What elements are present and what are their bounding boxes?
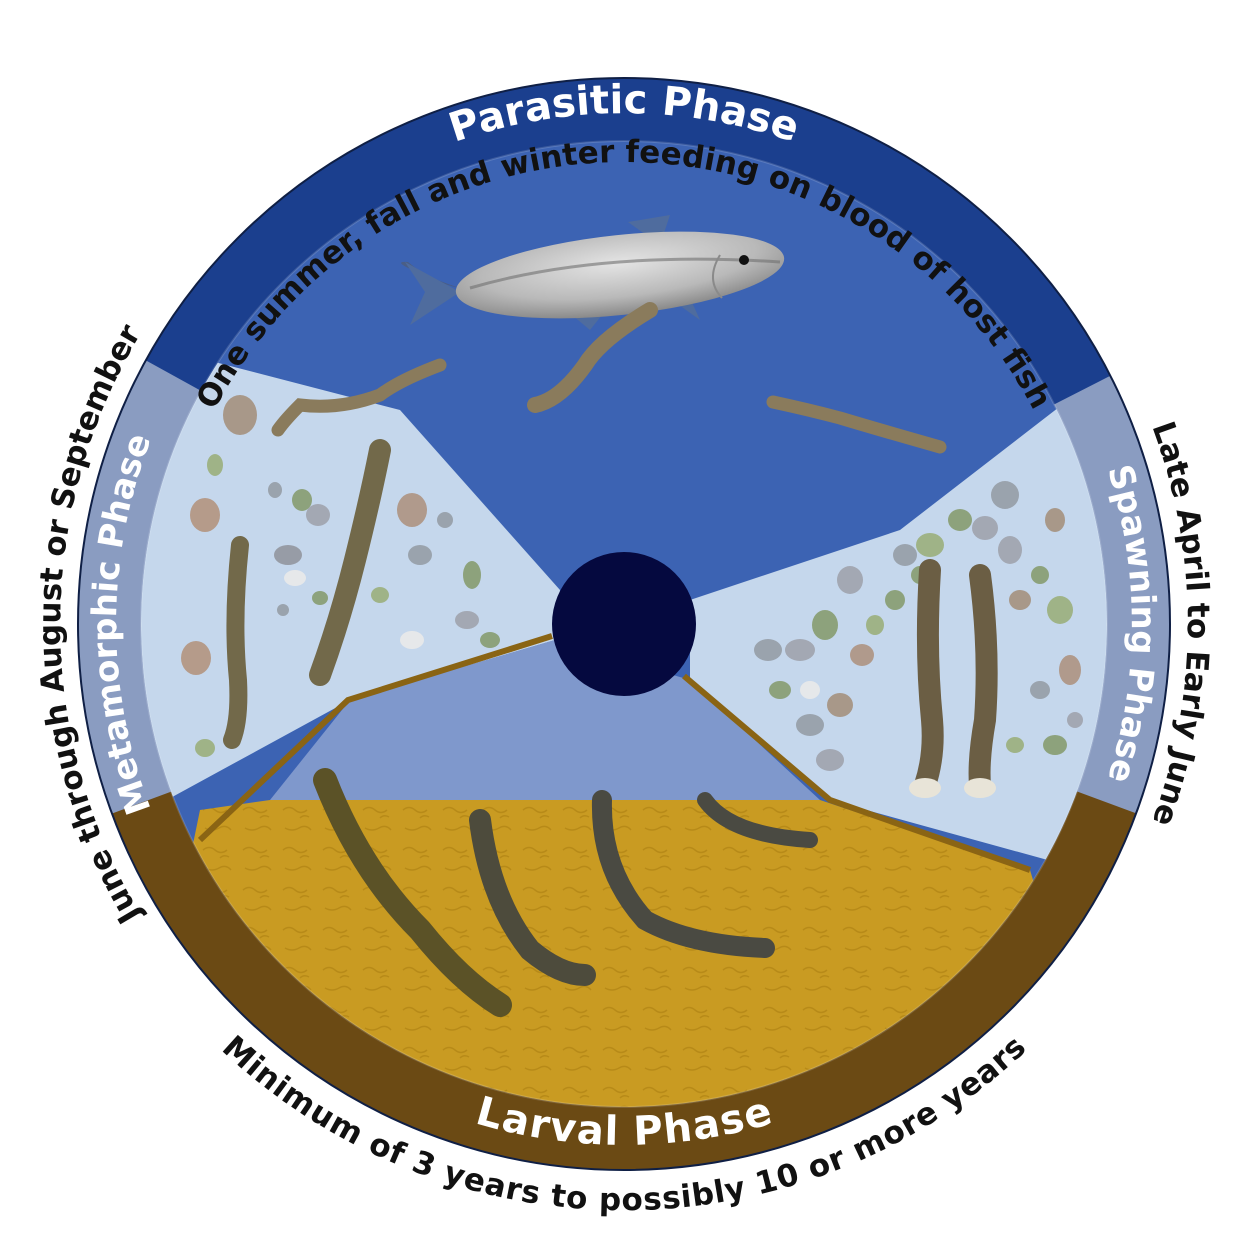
center-hub bbox=[552, 552, 696, 696]
